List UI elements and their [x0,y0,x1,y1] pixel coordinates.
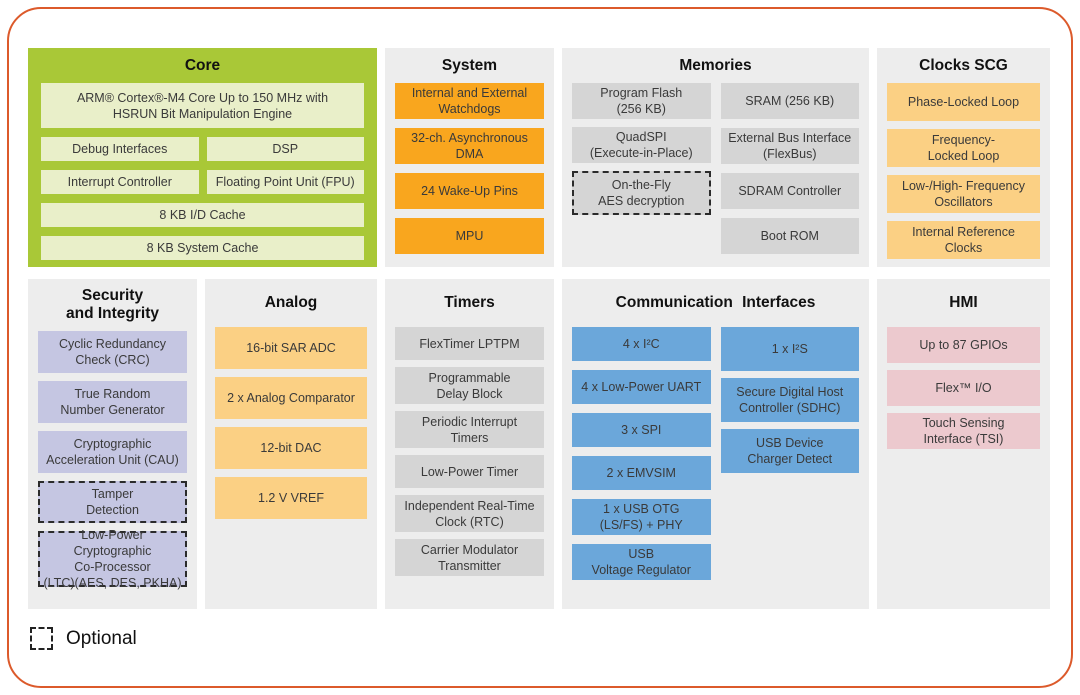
block-dsp: DSP [206,137,364,161]
block-boot-rom: Boot ROM [720,218,859,254]
hmi-block-stack: Up to 87 GPIOs Flex™ I/O Touch Sensing I… [877,327,1050,449]
optional-dashed-icon [30,627,53,650]
comm-right-stack: 1 x I²S Secure Digital Host Controller (… [720,327,859,473]
panel-core-title: Core [184,57,221,75]
block-emvsim: 2 x EMVSIM [572,456,711,490]
panel-system: System Internal and External Watchdogs 3… [385,48,554,267]
block-low-power-uart: 4 x Low-Power UART [572,370,711,404]
block-arm-cortex-m4-core: ARM® Cortex®-M4 Core Up to 150 MHz with … [41,83,364,128]
block-16bit-sar-adc: 16-bit SAR ADC [215,327,367,369]
block-on-the-fly-aes-decryption: On-the-Fly AES decryption [572,171,711,215]
block-watchdogs: Internal and External Watchdogs [395,83,544,119]
panel-hmi: HMI Up to 87 GPIOs Flex™ I/O Touch Sensi… [877,279,1050,609]
block-crc: Cyclic Redundancy Check (CRC) [38,330,187,373]
analog-block-stack: 16-bit SAR ADC 2 x Analog Comparator 12-… [205,327,377,519]
block-mpu: MPU [395,218,544,254]
block-external-bus-interface: External Bus Interface (FlexBus) [720,128,859,164]
block-cau: Cryptographic Acceleration Unit (CAU) [38,430,187,473]
block-rtc: Independent Real-Time Clock (RTC) [395,495,544,532]
block-program-flash: Program Flash (256 KB) [572,83,711,119]
panel-clocks-scg-title: Clocks SCG [919,57,1008,75]
core-block-stack: ARM® Cortex®-M4 Core Up to 150 MHz with … [41,83,364,260]
memories-columns: Program Flash (256 KB) QuadSPI (Execute-… [562,83,869,254]
clocks-block-stack: Phase-Locked Loop Frequency- Locked Loop… [877,83,1050,259]
block-analog-comparator: 2 x Analog Comparator [215,377,367,419]
block-usb-voltage-regulator: USB Voltage Regulator [572,544,711,580]
panel-timers-title: Timers [444,294,495,312]
panel-memories: Memories Program Flash (256 KB) QuadSPI … [562,48,869,267]
panel-hmi-title: HMI [949,294,978,312]
security-block-stack: Cyclic Redundancy Check (CRC) True Rando… [28,330,197,590]
memories-right-stack: SRAM (256 KB) External Bus Interface (Fl… [720,83,859,254]
panel-analog-title: Analog [264,294,318,312]
legend-label: Optional [66,627,137,649]
block-frequency-locked-loop: Frequency- Locked Loop [887,129,1040,167]
panel-communication-interfaces: Communication Interfaces 4 x I²C 4 x Low… [562,279,869,609]
block-i2c: 4 x I²C [572,327,711,361]
block-phase-locked-loop: Phase-Locked Loop [887,83,1040,121]
block-sdhc: Secure Digital Host Controller (SDHC) [720,378,859,422]
block-sram: SRAM (256 KB) [720,83,859,119]
panel-core: Core ARM® Cortex®-M4 Core Up to 150 MHz … [28,48,377,267]
block-usb-otg-phy: 1 x USB OTG (LS/FS) + PHY [572,499,711,535]
block-sdram-controller: SDRAM Controller [720,173,859,209]
block-i2s: 1 x I²S [720,327,859,371]
block-flextimer-lptpm: FlexTimer LPTPM [395,327,544,360]
memories-left-stack: Program Flash (256 KB) QuadSPI (Execute-… [572,83,711,215]
legend-optional: Optional [30,627,1052,650]
block-spi: 3 x SPI [572,413,711,447]
block-fpu: Floating Point Unit (FPU) [206,170,364,194]
block-diagram-grid: Core ARM® Cortex®-M4 Core Up to 150 MHz … [28,48,1052,609]
block-true-random-number-generator: True Random Number Generator [38,380,187,423]
block-low-power-timer: Low-Power Timer [395,455,544,488]
block-vref: 1.2 V VREF [215,477,367,519]
block-8kb-system-cache: 8 KB System Cache [41,236,364,260]
block-carrier-modulator-transmitter: Carrier Modulator Transmitter [395,539,544,576]
comm-columns: 4 x I²C 4 x Low-Power UART 3 x SPI 2 x E… [562,327,869,580]
block-async-dma: 32-ch. Asynchronous DMA [395,128,544,164]
panel-security-integrity-title: Security and Integrity [65,287,159,322]
block-usb-device-charger-detect: USB Device Charger Detect [720,429,859,473]
system-block-stack: Internal and External Watchdogs 32-ch. A… [385,83,554,254]
block-programmable-delay-block: Programmable Delay Block [395,367,544,404]
panel-system-title: System [441,57,498,75]
timers-block-stack: FlexTimer LPTPM Programmable Delay Block… [385,327,554,576]
block-12bit-dac: 12-bit DAC [215,427,367,469]
panel-clocks-scg: Clocks SCG Phase-Locked Loop Frequency- … [877,48,1050,267]
block-wakeup-pins: 24 Wake-Up Pins [395,173,544,209]
block-oscillators: Low-/High- Frequency Oscillators [887,175,1040,213]
block-quadspi: QuadSPI (Execute-in-Place) [572,127,711,163]
block-8kb-id-cache: 8 KB I/D Cache [41,203,364,227]
panel-timers: Timers FlexTimer LPTPM Programmable Dela… [385,279,554,609]
block-flex-io: Flex™ I/O [887,370,1040,406]
block-interrupt-controller: Interrupt Controller [41,170,199,194]
block-internal-reference-clocks: Internal Reference Clocks [887,221,1040,259]
block-gpios: Up to 87 GPIOs [887,327,1040,363]
core-pair-grid: Debug Interfaces DSP Interrupt Controlle… [41,137,364,194]
diagram-content: Core ARM® Cortex®-M4 Core Up to 150 MHz … [28,48,1052,650]
panel-security-integrity: Security and Integrity Cyclic Redundancy… [28,279,197,609]
block-debug-interfaces: Debug Interfaces [41,137,199,161]
panel-analog: Analog 16-bit SAR ADC 2 x Analog Compara… [205,279,377,609]
panel-communication-interfaces-title: Communication Interfaces [615,294,816,312]
block-tsi: Touch Sensing Interface (TSI) [887,413,1040,449]
block-ltc-coprocessor: Low-Power Cryptographic Co-Processor (LT… [38,528,187,590]
block-periodic-interrupt-timers: Periodic Interrupt Timers [395,411,544,448]
block-tamper-detection: Tamper Detection [38,480,187,523]
panel-memories-title: Memories [679,57,752,75]
comm-left-stack: 4 x I²C 4 x Low-Power UART 3 x SPI 2 x E… [572,327,711,580]
